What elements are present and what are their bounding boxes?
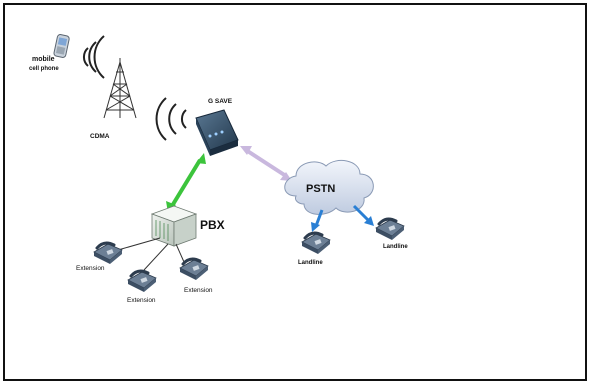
extension-phone-icon-3 <box>178 257 210 282</box>
gateway-pstn-link <box>240 146 292 181</box>
pstn-landline-link-1 <box>311 209 324 232</box>
phone-signal-waves-icon <box>82 35 105 79</box>
landline-phone-icon-1 <box>300 231 332 256</box>
cdma-label: CDMA <box>90 133 110 140</box>
mobile-label: mobile <box>32 56 55 63</box>
extension-label-3: Extension <box>184 287 213 294</box>
pbx-label: PBX <box>200 218 225 232</box>
pstn-label: PSTN <box>306 183 335 195</box>
gateway-signal-waves-icon <box>155 97 187 141</box>
pbx-server-icon <box>150 205 198 247</box>
pstn-landline-link-2 <box>352 204 374 226</box>
pbx-extension-wires <box>117 237 185 271</box>
gsave-label: G SAVE <box>208 98 233 105</box>
extension-label-1: Extension <box>76 265 105 272</box>
cell-phone-label: cell phone <box>29 66 59 72</box>
landline-label-2: Landline <box>383 244 408 250</box>
landline-phone-icon-2 <box>374 217 406 242</box>
extension-phone-icon-1 <box>92 241 124 266</box>
landline-label-1: Landline <box>298 260 323 266</box>
gateway-pbx-link <box>166 153 206 213</box>
gateway-device-icon <box>195 109 239 156</box>
extension-label-2: Extension <box>127 297 156 304</box>
extension-phone-icon-2 <box>126 269 158 294</box>
cell-tower-icon <box>103 58 137 119</box>
pstn-cloud-icon <box>284 159 374 215</box>
cell-phone-icon <box>53 34 70 58</box>
